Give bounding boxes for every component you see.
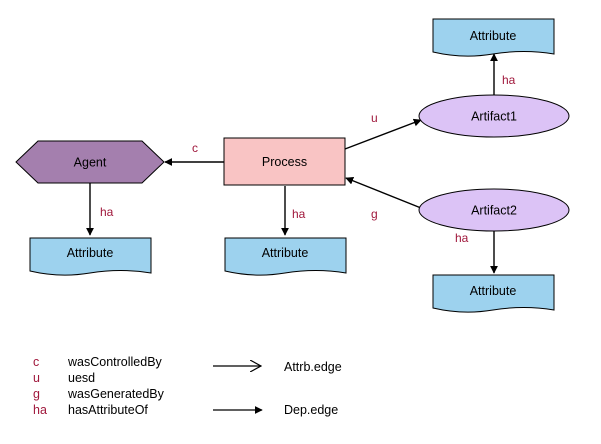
attribute-shape-artifact1 [432,18,555,57]
legend-text-wasgeneratedby: wasGeneratedBy [67,387,165,401]
legend-code-c: c [33,355,39,369]
attribute-node-artifact1: Attribute [432,18,555,57]
agent-label: Agent [74,156,107,170]
legend-dep-edge-label: Dep.edge [284,403,338,417]
artifact2-node: Artifact2 [418,188,570,232]
edge-label-g: g [371,207,378,221]
legend-code-u: u [33,371,40,385]
attribute-label-artifact1: Attribute [470,29,517,43]
edge-label-ha-process: ha [292,207,306,221]
attribute-node-process: Attribute [224,237,347,276]
legend-text-hasattributeof: hasAttributeOf [68,403,148,417]
process-label: Process [262,155,307,169]
legend-code-ha: ha [33,403,47,417]
attribute-node-artifact2: Attribute [432,274,555,313]
edge-process-artifact1 [344,118,422,150]
legend: c u g ha wasControlledBy uesd wasGenerat… [33,355,342,417]
edge-labels: c u g ha ha ha ha [100,73,516,245]
artifact1-shape [418,94,570,138]
artifact2-label: Artifact2 [471,204,517,218]
attribute-node-agent: Attribute [29,237,152,276]
edge-artifact2-process [345,176,422,209]
edge-label-ha-artifact2: ha [455,231,469,245]
legend-text-wascontrolledby: wasControlledBy [67,355,163,369]
edge-label-u: u [371,111,378,125]
attribute-shape-artifact2 [432,274,555,313]
agent-node: Agent [15,140,165,184]
edge-label-ha-artifact1: ha [502,73,516,87]
artifact1-label: Artifact1 [471,110,517,124]
artifact2-shape [418,188,570,232]
legend-attr-edge-label: Attrb.edge [284,360,342,374]
agent-shape [15,140,165,184]
legend-code-g: g [33,387,40,401]
edge-label-ha-agent: ha [100,205,114,219]
attribute-label-process: Attribute [262,246,309,260]
attribute-shape-process [224,237,347,276]
edge-label-c: c [192,141,198,155]
attribute-shape-agent [29,237,152,276]
process-shape [223,137,346,186]
edges [86,53,498,274]
attribute-label-artifact2: Attribute [470,284,517,298]
artifact1-node: Artifact1 [418,94,570,138]
process-node: Process [223,137,346,186]
legend-text-uesd: uesd [68,371,95,385]
attribute-label-agent: Attribute [67,246,114,260]
